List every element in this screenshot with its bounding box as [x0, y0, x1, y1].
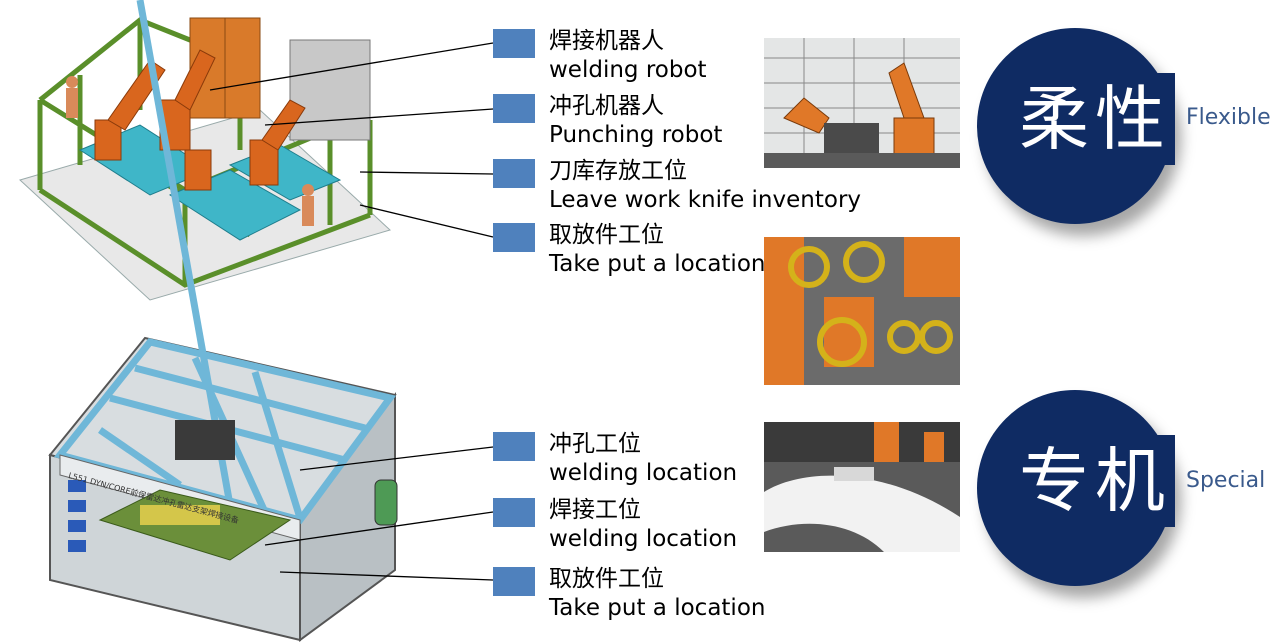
marker-square: [493, 498, 535, 527]
label-zh: 焊接工位: [549, 497, 641, 523]
label-zh: 冲孔工位: [549, 431, 641, 457]
flexible-badge-label: 柔性: [1015, 73, 1175, 165]
marker-square: [493, 567, 535, 596]
label-en: Punching robot: [549, 122, 723, 148]
special-badge-label: 专机: [1015, 435, 1175, 527]
special-tag: Special: [1186, 468, 1266, 493]
marker-square: [493, 223, 535, 252]
marker-square: [493, 159, 535, 188]
label-take-put-location: 取放件工位 Take put a location: [549, 221, 765, 279]
label-punching-location: 冲孔工位 welding location: [549, 430, 737, 488]
label-zh: 取放件工位: [549, 566, 664, 592]
label-knife-inventory: 刀库存放工位 Leave work knife inventory: [549, 157, 861, 215]
photo-bumper: [764, 422, 960, 552]
label-en: Take put a location: [549, 595, 766, 621]
label-zh: 取放件工位: [549, 222, 664, 248]
label-zh: 冲孔机器人: [549, 93, 664, 119]
label-en: Leave work knife inventory: [549, 187, 862, 213]
label-welding-robot: 焊接机器人 welding robot: [549, 27, 707, 85]
label-zh: 刀库存放工位: [549, 158, 687, 184]
flexible-tag: Flexible: [1186, 105, 1271, 130]
marker-square: [493, 29, 535, 58]
marker-square: [493, 432, 535, 461]
label-en: welding robot: [549, 57, 707, 83]
label-take-put-location-2: 取放件工位 Take put a location: [549, 565, 765, 623]
label-welding-location: 焊接工位 welding location: [549, 496, 737, 554]
label-zh: 焊接机器人: [549, 28, 664, 54]
photo-robot-cell: [764, 38, 960, 168]
label-en: welding location: [549, 526, 738, 552]
label-punching-robot: 冲孔机器人 Punching robot: [549, 92, 722, 150]
photo-fixtures: [764, 237, 960, 385]
label-en: welding location: [549, 460, 738, 486]
marker-square: [493, 94, 535, 123]
label-en: Take put a location: [549, 251, 766, 277]
